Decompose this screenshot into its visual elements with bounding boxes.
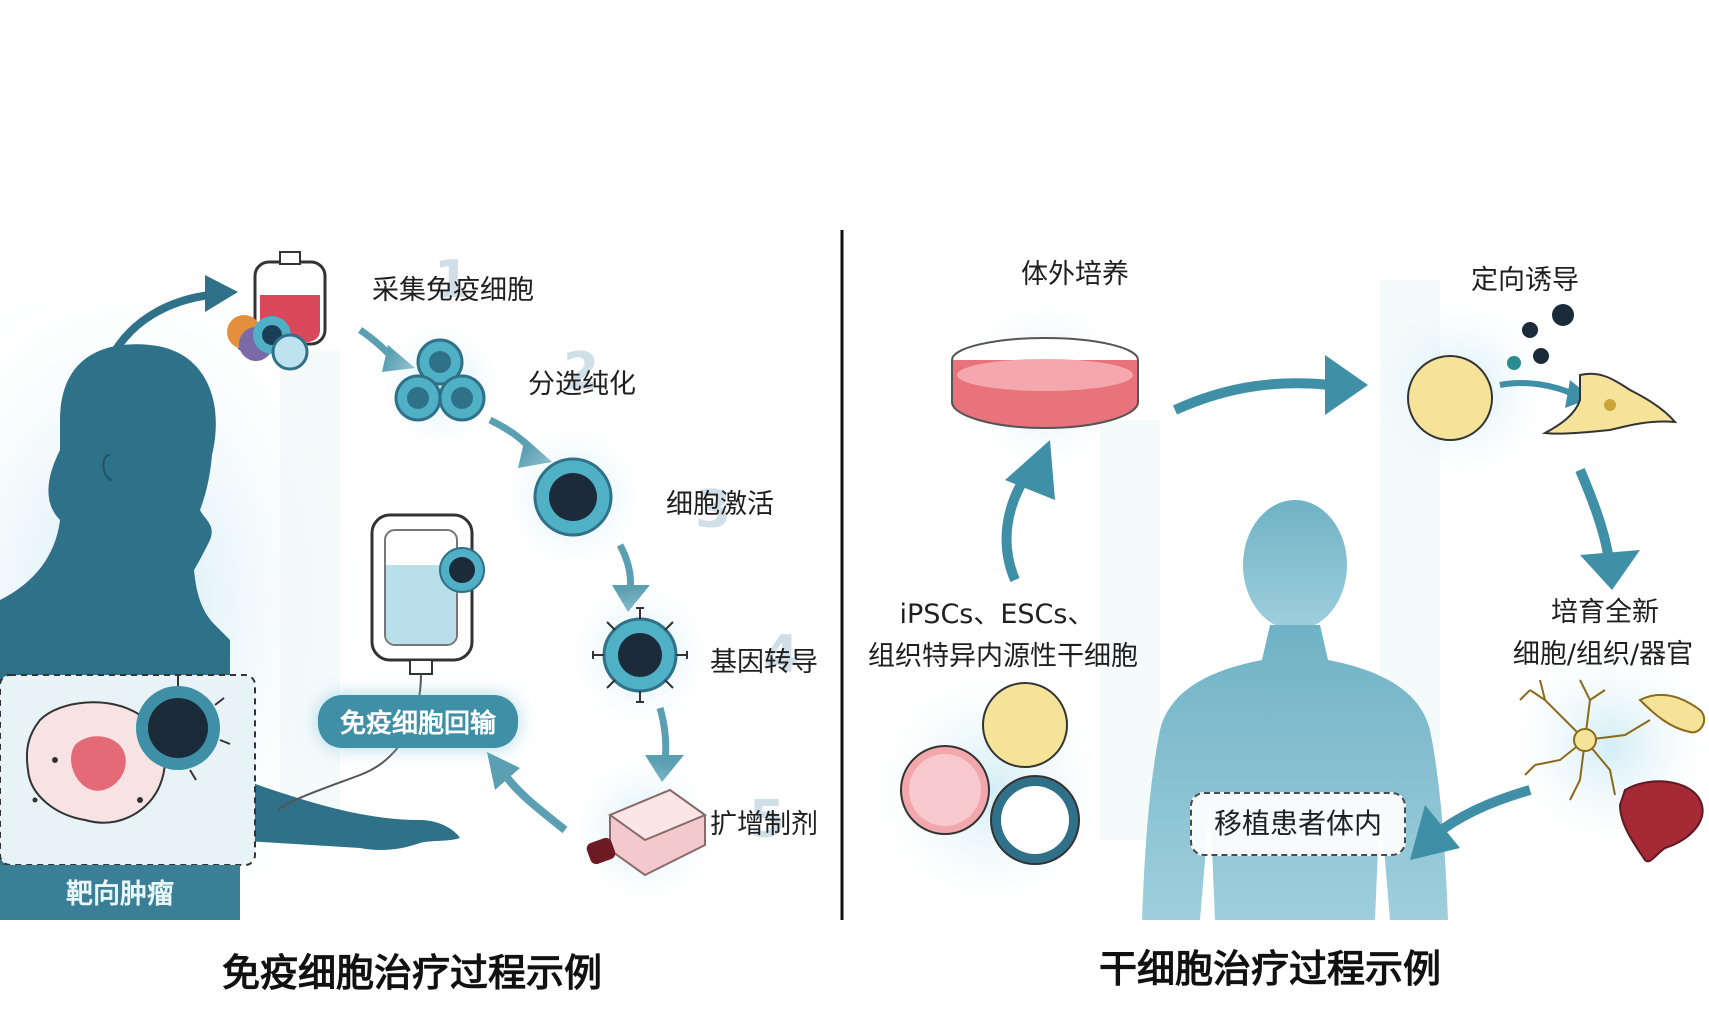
sources-line1: iPSCs、ESCs、	[899, 599, 1095, 630]
car-t-cell-icon	[592, 607, 688, 703]
step5-number: 5	[749, 790, 786, 850]
culture-flask-icon	[586, 788, 708, 877]
stem-cell-yellow	[1407, 355, 1493, 441]
arrow-to-new-cells-head	[1580, 550, 1640, 590]
ear-outline	[102, 454, 113, 481]
liver-icon	[1618, 780, 1704, 863]
arrow-reinfusion-head	[487, 752, 520, 790]
arrow-reinfusion	[501, 772, 568, 834]
arrow-step3-4	[616, 543, 634, 591]
step5-label: 扩增制剂	[710, 809, 818, 840]
esc-cell	[900, 745, 990, 835]
culture-label: 体外培养	[1021, 259, 1129, 290]
patient-arm	[230, 775, 460, 851]
immune-caption: 免疫细胞治疗过程示例	[221, 951, 603, 995]
step4-label: 基因转导	[710, 647, 818, 678]
step1-number: 1	[434, 250, 471, 310]
arrow-transplant	[1431, 785, 1532, 839]
t-cell-attacking	[136, 676, 231, 781]
tissue-stem-cell	[990, 775, 1080, 865]
arrow-collect-head	[205, 275, 238, 312]
arrow-differentiate-head	[1565, 380, 1592, 408]
differentiated-cell-icon	[1541, 372, 1678, 435]
arrow-to-culture-head	[1005, 440, 1055, 500]
mixed-cells-icon	[227, 315, 309, 371]
growth-factors	[1507, 304, 1574, 370]
step2-label: 分选纯化	[528, 369, 636, 400]
stem-caption: 干细胞治疗过程示例	[1098, 947, 1442, 991]
reinfusion-label: 免疫细胞回输	[318, 695, 519, 748]
bg-watermark-2	[1100, 420, 1160, 840]
target-tumor-label: 靶向肿瘤	[0, 872, 240, 911]
neuron-icon	[1519, 679, 1651, 801]
step3-number: 3	[695, 480, 732, 540]
new-cells-line1: 培育全新	[1551, 597, 1659, 628]
bg-watermark-1	[280, 350, 340, 830]
step1-label: 采集免疫细胞	[372, 275, 534, 306]
arrow-collect	[106, 291, 211, 362]
arrow-transplant-head	[1410, 805, 1460, 860]
step2-number: 2	[563, 342, 600, 402]
sources-line2: 组织特异内源性干细胞	[868, 641, 1138, 672]
transplant-label: 移植患者体内	[1190, 792, 1406, 856]
neuron-body	[1573, 728, 1597, 752]
ipsc-cell	[982, 682, 1068, 768]
new-cells-line2: 细胞/组织/器官	[1512, 639, 1694, 670]
iv-bag-icon	[370, 513, 485, 675]
sorted-cells-icon	[394, 338, 486, 422]
induction-label: 定向诱导	[1471, 265, 1579, 296]
tumor-cell	[25, 701, 166, 824]
arrow-to-new-cells	[1575, 468, 1613, 556]
petri-dish-icon	[951, 337, 1139, 430]
arrow-to-induction	[1172, 378, 1331, 415]
arrow-step4-5	[656, 707, 670, 761]
step4-number: 4	[763, 625, 800, 685]
arrow-to-induction-head	[1325, 355, 1368, 415]
spindle-cell-icon	[1638, 693, 1706, 734]
step3-label: 细胞激活	[666, 489, 774, 520]
activated-cell-icon	[533, 457, 613, 537]
